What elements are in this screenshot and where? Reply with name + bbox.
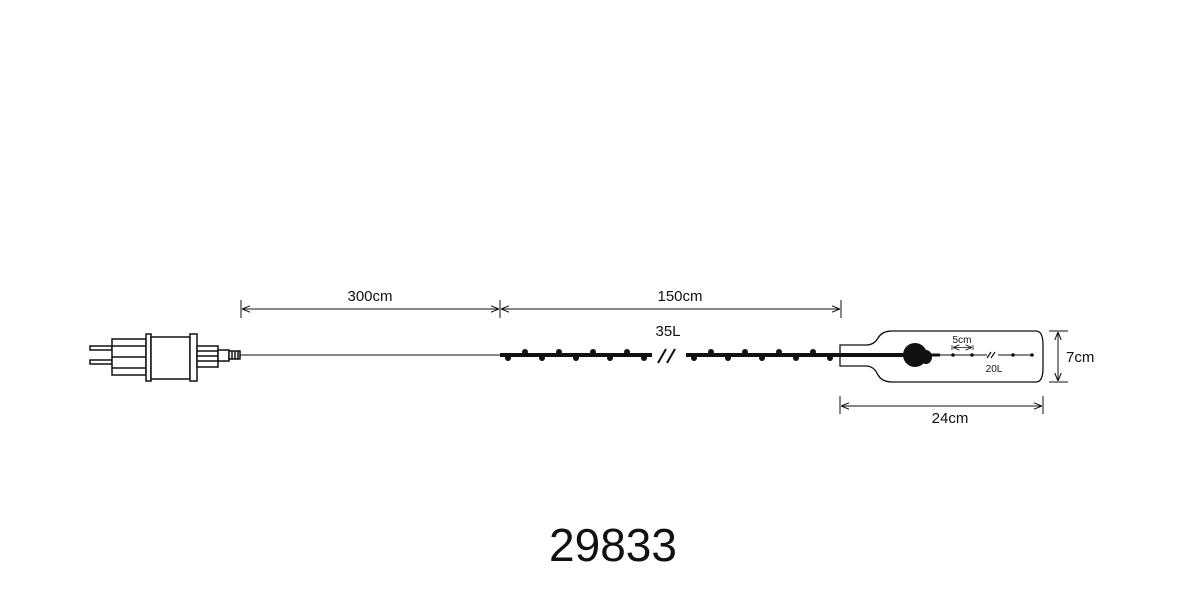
bulb-icon — [793, 355, 799, 361]
bulb-icon — [641, 355, 647, 361]
bulb-icon — [708, 349, 714, 355]
plug-adapter-icon — [89, 333, 241, 382]
bulb-icon — [759, 355, 765, 361]
bulb-icon — [505, 355, 511, 361]
inner-bulb-count-label: 20L — [986, 364, 1003, 375]
bulb-icon — [539, 355, 545, 361]
bulb-icon — [522, 349, 528, 355]
bulb-icon — [742, 349, 748, 355]
cork-cluster-icon — [903, 343, 927, 367]
bulb-icon — [573, 355, 579, 361]
lead-length-label: 300cm — [347, 288, 392, 305]
bulb-icon — [691, 355, 697, 361]
spacing-label: 5cm — [953, 335, 972, 346]
bulb-icon — [624, 349, 630, 355]
lit-length-label: 150cm — [657, 288, 702, 305]
bottle-icon — [839, 330, 1044, 383]
bulb-icon — [810, 349, 816, 355]
light-string — [500, 348, 840, 364]
bulb-icon — [776, 349, 782, 355]
bulb-icon — [827, 355, 833, 361]
bulb-icon — [556, 349, 562, 355]
bulb-icon — [725, 355, 731, 361]
bulb-icon — [607, 355, 613, 361]
bulb-count-label: 35L — [655, 323, 680, 340]
bottle-height-label: 7cm — [1066, 349, 1094, 366]
bulb-icon — [590, 349, 596, 355]
bottle-length-label: 24cm — [932, 410, 969, 427]
model-number: 29833 — [549, 519, 677, 571]
